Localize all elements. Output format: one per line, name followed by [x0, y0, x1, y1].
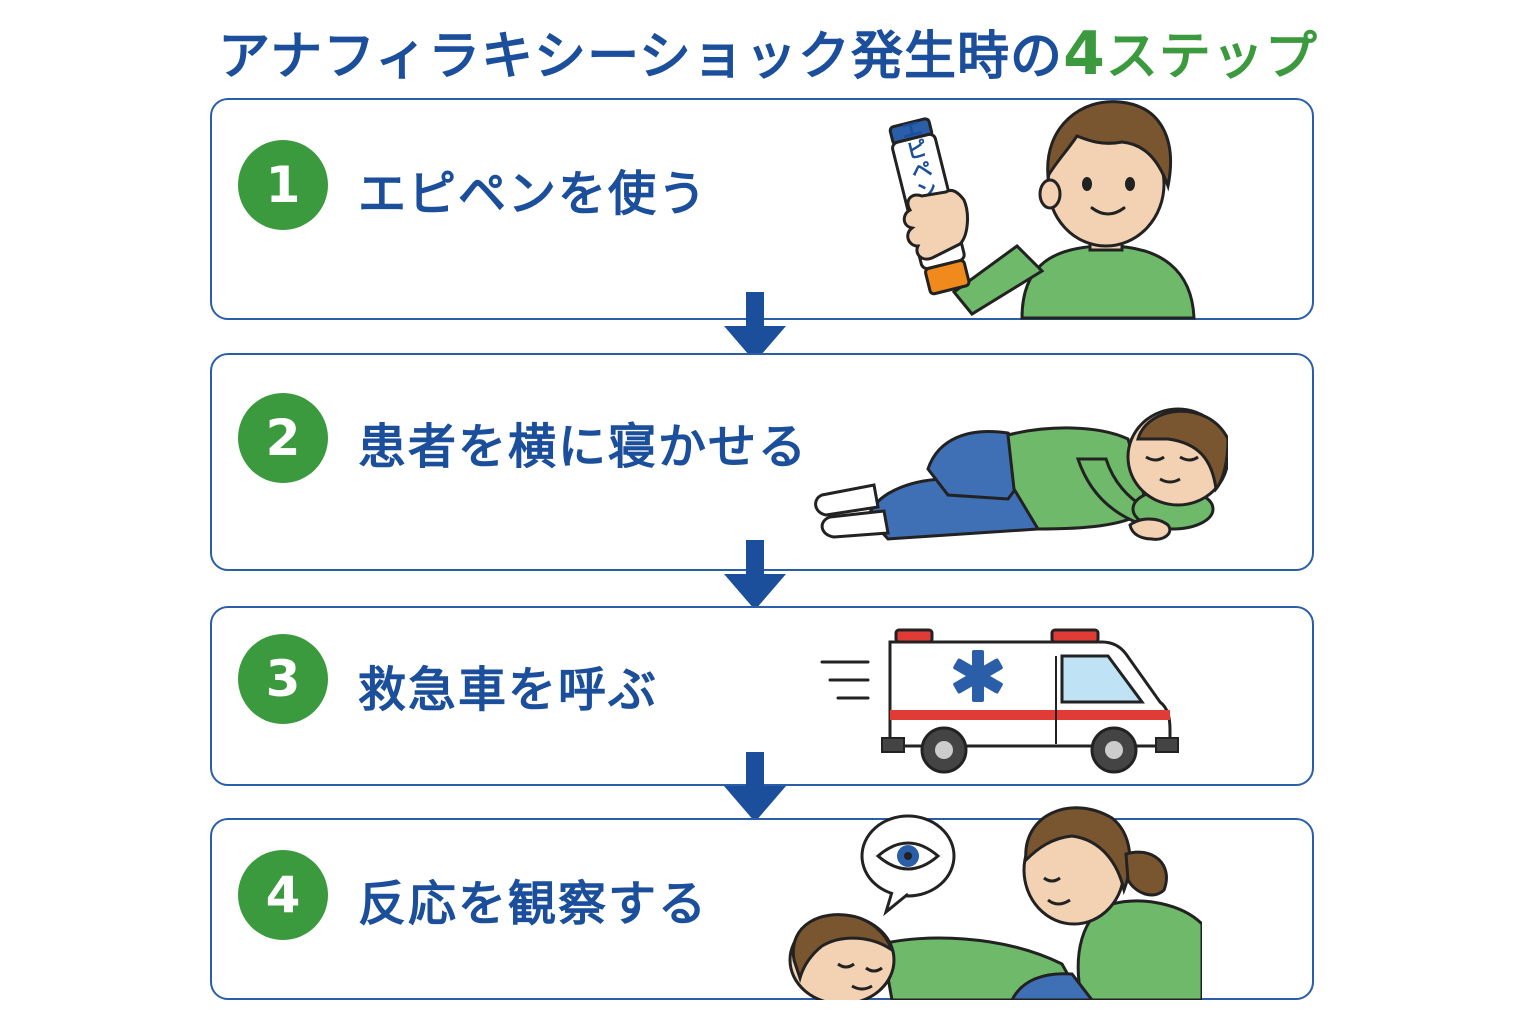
- page-title: アナフィラキシーショック発生時の4ステップ: [0, 14, 1536, 89]
- caregiver-watching-patient-illustration: [788, 806, 1202, 1000]
- step-number-badge: 2: [238, 393, 328, 483]
- arrow-down-icon: [724, 292, 786, 362]
- arrow-down-icon: [724, 752, 786, 822]
- ambulance-illustration: [820, 628, 1179, 774]
- eye-icon: [860, 814, 956, 917]
- step-label: 救急車を呼ぶ: [358, 662, 659, 718]
- step-card-4: 4 反応を観察する: [210, 806, 1314, 1000]
- step-number-badge: 4: [238, 850, 328, 940]
- title-highlight-suffix: ステップ: [1105, 27, 1318, 87]
- title-prefix: アナフィラキシーショック発生時の: [218, 27, 1064, 87]
- step-label: 反応を観察する: [358, 876, 709, 932]
- step-number-badge: 1: [238, 140, 328, 230]
- step-label: エピペンを使う: [358, 166, 709, 222]
- step-number-badge: 3: [238, 634, 328, 724]
- person-holding-epipen-illustration: エピペン: [888, 100, 1196, 320]
- step-card-2: 2 患者を横に寝かせる: [210, 353, 1314, 571]
- arrow-down-icon: [724, 540, 786, 610]
- person-lying-on-side-illustration: [814, 407, 1228, 541]
- step-card-1: 1 エピペンを使う エピペン: [210, 98, 1314, 320]
- step-label: 患者を横に寝かせる: [358, 419, 809, 475]
- title-highlight-number: 4: [1063, 19, 1106, 89]
